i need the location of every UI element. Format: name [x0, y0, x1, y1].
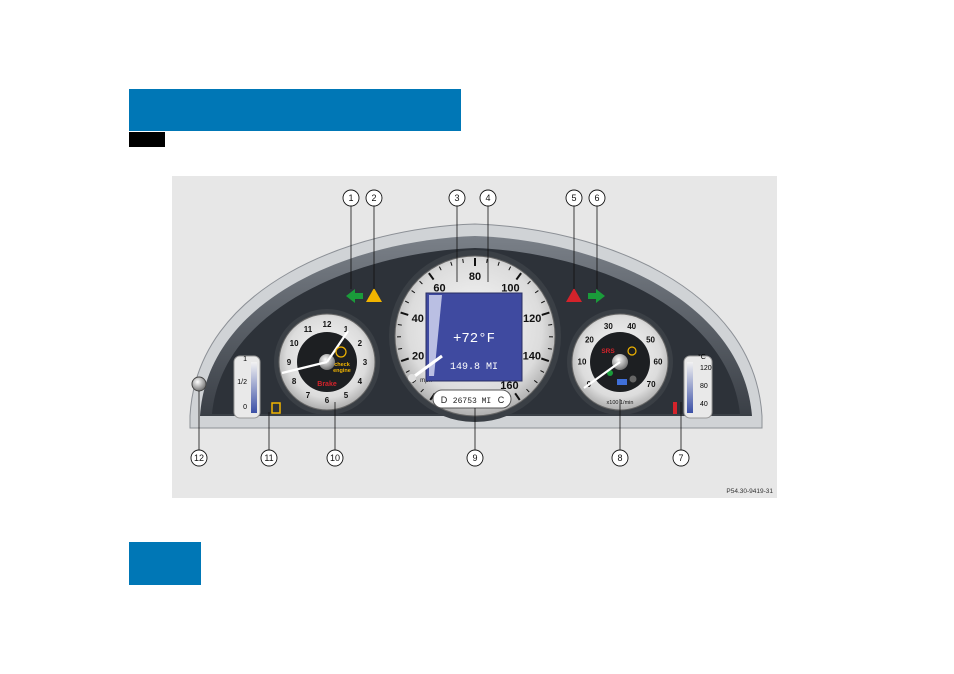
clock-number: 9 — [287, 358, 292, 367]
speed-tick-mark — [463, 259, 464, 263]
section-tab-marker — [129, 132, 165, 147]
outside-temperature: +72°F — [453, 331, 495, 347]
callout-number: 3 — [454, 193, 459, 203]
fuel-tick-empty: 0 — [243, 404, 247, 411]
speed-tick-mark — [487, 259, 488, 263]
callout-number: 4 — [485, 193, 490, 203]
tach-tick-label: 60 — [654, 358, 663, 367]
speed-tick-label: 80 — [469, 271, 481, 283]
callout-number: 9 — [472, 453, 477, 463]
callout-number: 2 — [371, 193, 376, 203]
section-header-bar — [129, 89, 461, 131]
trip-odometer: 149.8 MI — [450, 362, 498, 373]
coolant-tick-80: 80 — [700, 383, 708, 390]
clock-number: 6 — [325, 396, 330, 405]
tach-tick-label: 70 — [647, 380, 656, 389]
callout-number: 11 — [264, 453, 273, 463]
speed-tick-label: 140 — [523, 350, 541, 362]
speed-tick-label: 120 — [523, 313, 541, 325]
tach-tick-label: 30 — [604, 322, 613, 331]
callout-number: 12 — [194, 453, 204, 463]
callout-number: 5 — [571, 193, 576, 203]
clock-number: 8 — [292, 377, 297, 386]
coolant-temperature-icon — [673, 402, 677, 414]
callout-number: 10 — [330, 453, 340, 463]
speed-tick-label: 40 — [412, 313, 424, 325]
callout-number: 1 — [348, 193, 353, 203]
clock-number: 12 — [323, 320, 332, 329]
clock-number: 4 — [358, 377, 363, 386]
callout-number: 6 — [594, 193, 599, 203]
odometer-left-button[interactable]: D — [441, 395, 448, 405]
speed-tick-mark — [398, 348, 402, 349]
fuel-tick-half: 1/2 — [237, 379, 247, 386]
coolant-tick-120: 120 — [700, 365, 712, 372]
indicator-lamp-icon — [630, 376, 637, 383]
speed-tick-mark — [548, 348, 552, 349]
clock-number: 10 — [290, 339, 299, 348]
check-engine-label-2: engine — [333, 368, 351, 374]
callout-number: 8 — [617, 453, 622, 463]
clock-number: 5 — [344, 391, 349, 400]
fuel-tick-full: 1 — [243, 356, 247, 363]
clock-number: 11 — [304, 325, 313, 334]
srs-warning-label: SRS — [601, 348, 615, 355]
tach-tick-label: 10 — [578, 358, 587, 367]
speed-tick-mark — [548, 325, 552, 326]
callout-number: 7 — [678, 453, 683, 463]
odometer-reading: 26753 MI — [453, 397, 491, 406]
clock-number: 2 — [358, 339, 363, 348]
brake-warning-label: Brake — [317, 381, 337, 388]
clock-number: 3 — [363, 358, 368, 367]
tach-tick-label: 50 — [646, 335, 655, 344]
coolant-unit: °C — [698, 353, 706, 361]
figure-code: P54.30-9419-31 — [726, 488, 773, 495]
speed-tick-mark — [398, 325, 402, 326]
tach-tick-label: 40 — [627, 322, 636, 331]
tach-tick-label: 20 — [585, 335, 594, 344]
high-beam-icon — [617, 379, 627, 385]
reset-knob[interactable] — [192, 377, 206, 391]
clock-number: 7 — [306, 391, 311, 400]
section-footer-block — [129, 542, 201, 585]
odometer-right-button[interactable]: C — [498, 395, 505, 405]
coolant-tick-40: 40 — [700, 401, 708, 408]
instrument-cluster-figure: 1 1/2 0 121234567891011 check engine Bra… — [172, 176, 777, 498]
speed-tick-label: 20 — [412, 350, 424, 362]
